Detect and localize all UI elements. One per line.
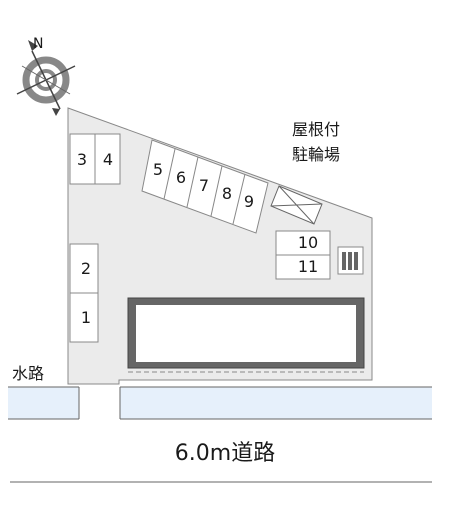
- parking-space-2: 2: [81, 259, 91, 278]
- parking-block-5-9: [141, 139, 269, 234]
- parking-space-7: 7: [199, 176, 209, 195]
- road-label: 6.0m道路: [175, 441, 275, 466]
- bicycle-parking-label-2: 駐輪場: [292, 145, 340, 164]
- parking-space-6: 6: [176, 168, 186, 187]
- parking-space-9: 9: [244, 192, 254, 211]
- parking-block-3-4: 3 4: [69, 133, 121, 185]
- parking-space-5: 5: [153, 160, 163, 179]
- parking-space-1: 1: [81, 308, 91, 327]
- compass-rose-icon: [16, 40, 76, 116]
- parking-space-11: 11: [298, 257, 318, 276]
- bicycle-parking-label-1: 屋根付: [292, 120, 340, 139]
- parking-space-10: 10: [298, 233, 318, 252]
- waterway: [8, 386, 432, 420]
- parking-space-8: 8: [222, 184, 232, 203]
- parking-space-3: 3: [77, 150, 87, 169]
- parking-block-1-2: 2 1: [69, 243, 99, 343]
- waterway-label: 水路: [12, 364, 44, 383]
- bicycle-parking-area: [270, 185, 323, 225]
- mailbox-icon: [337, 246, 364, 275]
- building: [127, 297, 365, 373]
- north-label: N: [33, 36, 43, 52]
- parking-block-10-11: 10 11: [275, 230, 331, 280]
- parking-space-4: 4: [103, 150, 113, 169]
